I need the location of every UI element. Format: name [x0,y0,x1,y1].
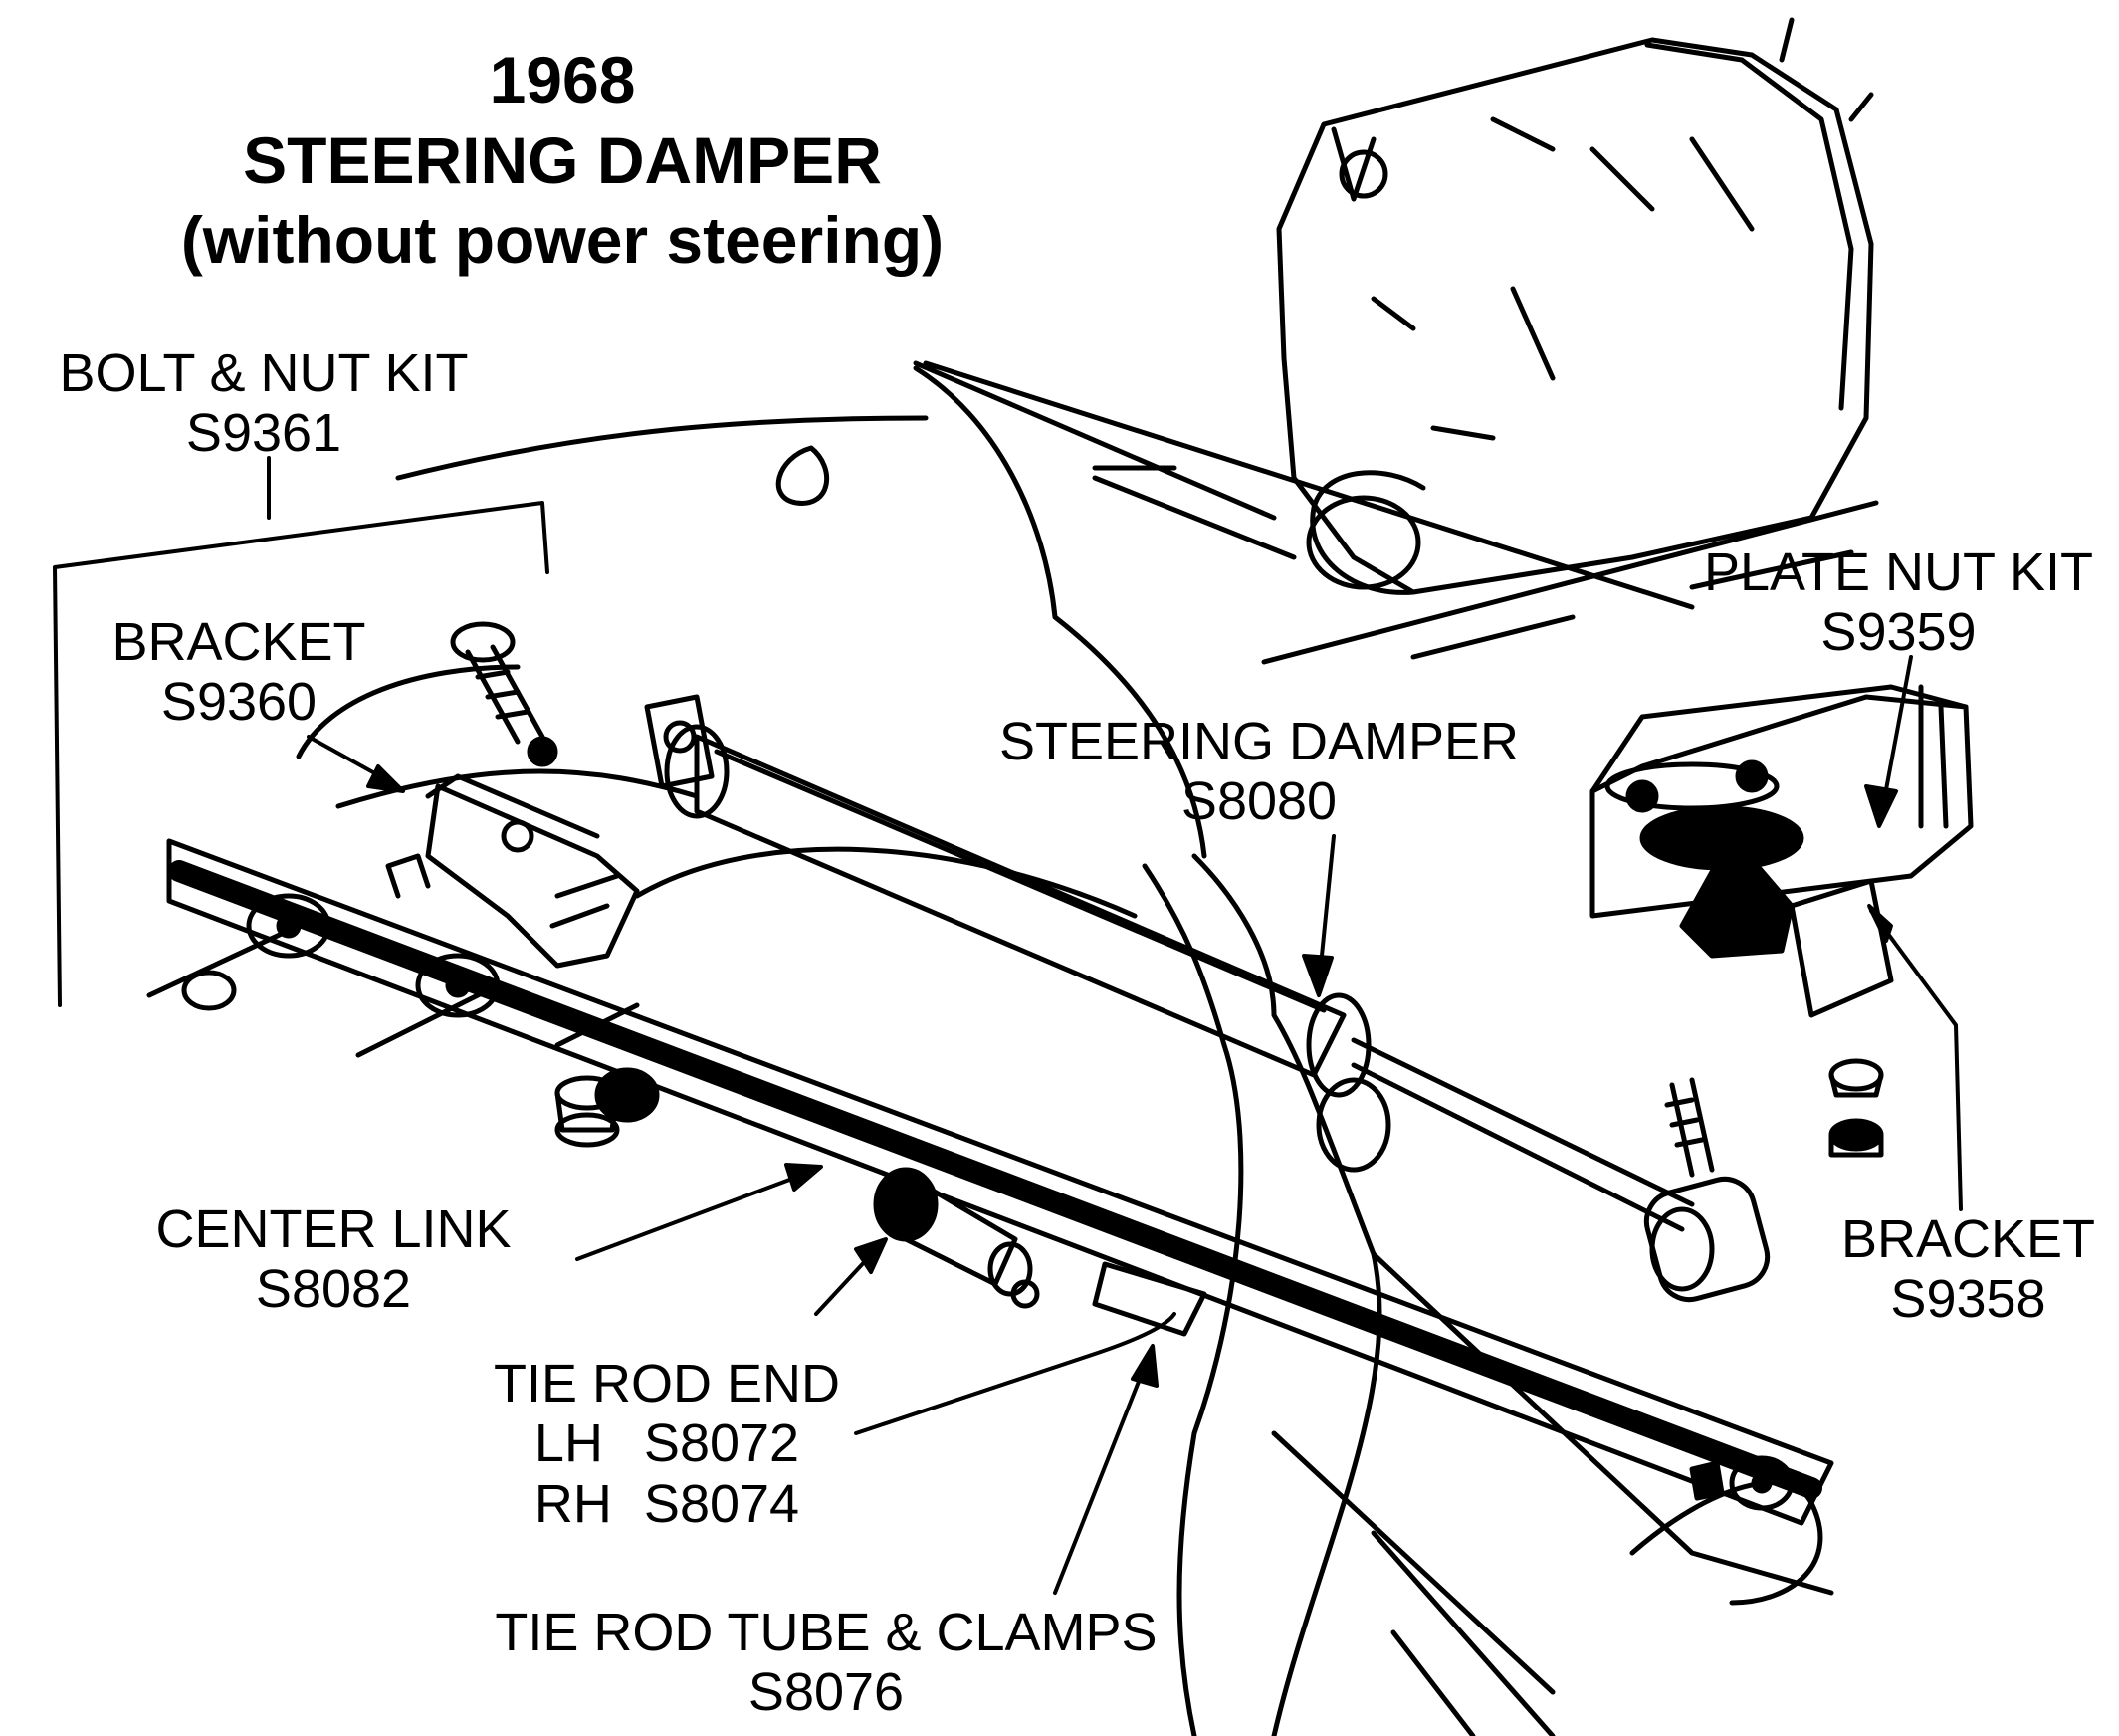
steering-damper-name: STEERING DAMPER [998,712,1520,771]
diagram-title: 1968 STEERING DAMPER (without power stee… [100,40,1025,281]
label-plate-nut-kit: PLATE NUT KIT S9359 [1687,542,2110,663]
tie-rod-end-lh: LH S8072 [468,1413,866,1473]
plate-nut-hardware [1828,1058,1884,1158]
loose-nut [554,1075,620,1148]
bracket-left-part: S9360 [160,672,318,733]
tie-rod-end-lh-side: LH [533,1413,603,1474]
bracket-right-part: S9358 [1890,1269,2046,1330]
plate-nut-kit-name: PLATE NUT KIT [1703,542,2094,602]
tie-rod-end-rh-side: RH [533,1473,612,1534]
callout-leaders [307,655,1963,1595]
tie-rod-end-name: TIE ROD END [493,1354,841,1413]
frame-bracket-right [1589,684,1974,1018]
bracket-stud-right [1643,1077,1771,1303]
plate-nut-kit-part: S9359 [1820,602,1977,663]
label-bracket-left: BRACKET S9360 [95,612,383,733]
bolt-nut-kit-bracket-line [53,456,549,1007]
label-tie-rod-tube: TIE ROD TUBE & CLAMPS S8076 [458,1603,1194,1723]
center-link [146,838,1834,1526]
bolt-nut-kit-name: BOLT & NUT KIT [59,343,469,403]
title-name: STEERING DAMPER [243,122,882,197]
tie-rod-assembly [594,1067,1207,1337]
label-bolt-nut-kit: BOLT & NUT KIT S9361 [30,343,498,464]
steering-damper-part: S8080 [1180,771,1338,832]
frame-crossmember [775,360,1879,665]
tie-rod-tube-name: TIE ROD TUBE & CLAMPS [495,1603,1158,1662]
tie-rod-end-lh-part: S8072 [643,1413,800,1474]
tie-rod-end-rh-part: S8074 [643,1473,800,1534]
title-note: (without power steering) [180,203,945,278]
label-bracket-right: BRACKET S9358 [1826,1209,2110,1330]
label-center-link: CENTER LINK S8082 [129,1199,537,1320]
steering-gear-box [1276,17,1874,595]
center-link-part: S8082 [255,1259,412,1320]
bracket-right-name: BRACKET [1840,1209,2096,1269]
tie-rod-end-rh: RH S8074 [468,1474,866,1534]
steering-damper [644,694,1695,1232]
label-tie-rod-end: TIE ROD END LH S8072 RH S8074 [468,1354,866,1534]
bracket-left-name: BRACKET [111,612,366,672]
label-steering-damper: STEERING DAMPER S8080 [980,712,1538,832]
frame-bracket-left [425,621,640,969]
bolt-nut-kit-part: S9361 [185,403,342,464]
lower-control-arm [1142,853,1834,1736]
tie-rod-tube-part: S8076 [747,1662,905,1723]
title-year: 1968 [489,43,636,116]
center-link-name: CENTER LINK [155,1199,512,1259]
